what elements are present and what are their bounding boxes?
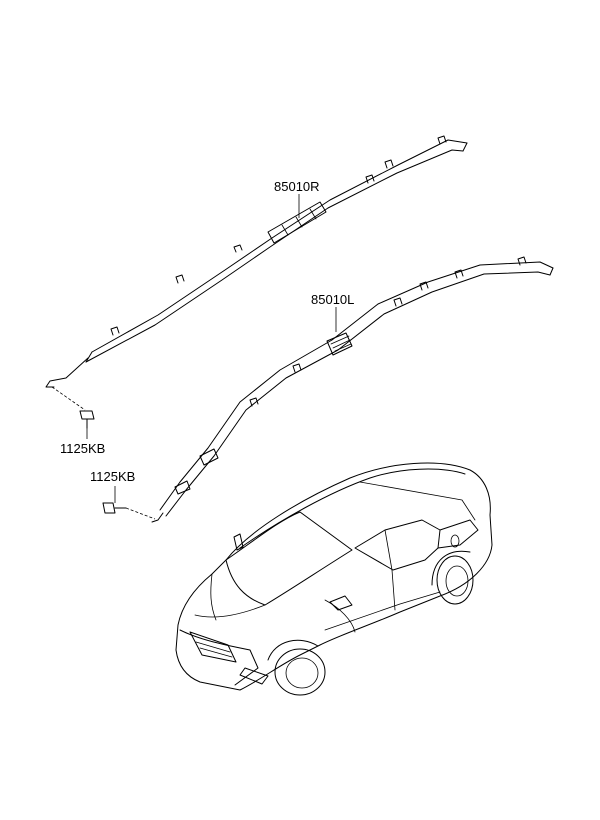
bolt-lower-icon xyxy=(102,502,156,520)
car-illustration xyxy=(175,462,493,696)
curtain-airbag-left xyxy=(151,256,554,523)
part-label-85010r: 85010R xyxy=(274,179,320,194)
part-label-85010l: 85010L xyxy=(311,292,354,307)
part-label-1125kb-lower: 1125KB xyxy=(90,469,135,484)
curtain-airbag-right xyxy=(45,135,468,388)
part-label-1125kb-upper: 1125KB xyxy=(60,441,105,456)
bolt-upper-icon xyxy=(51,386,95,429)
